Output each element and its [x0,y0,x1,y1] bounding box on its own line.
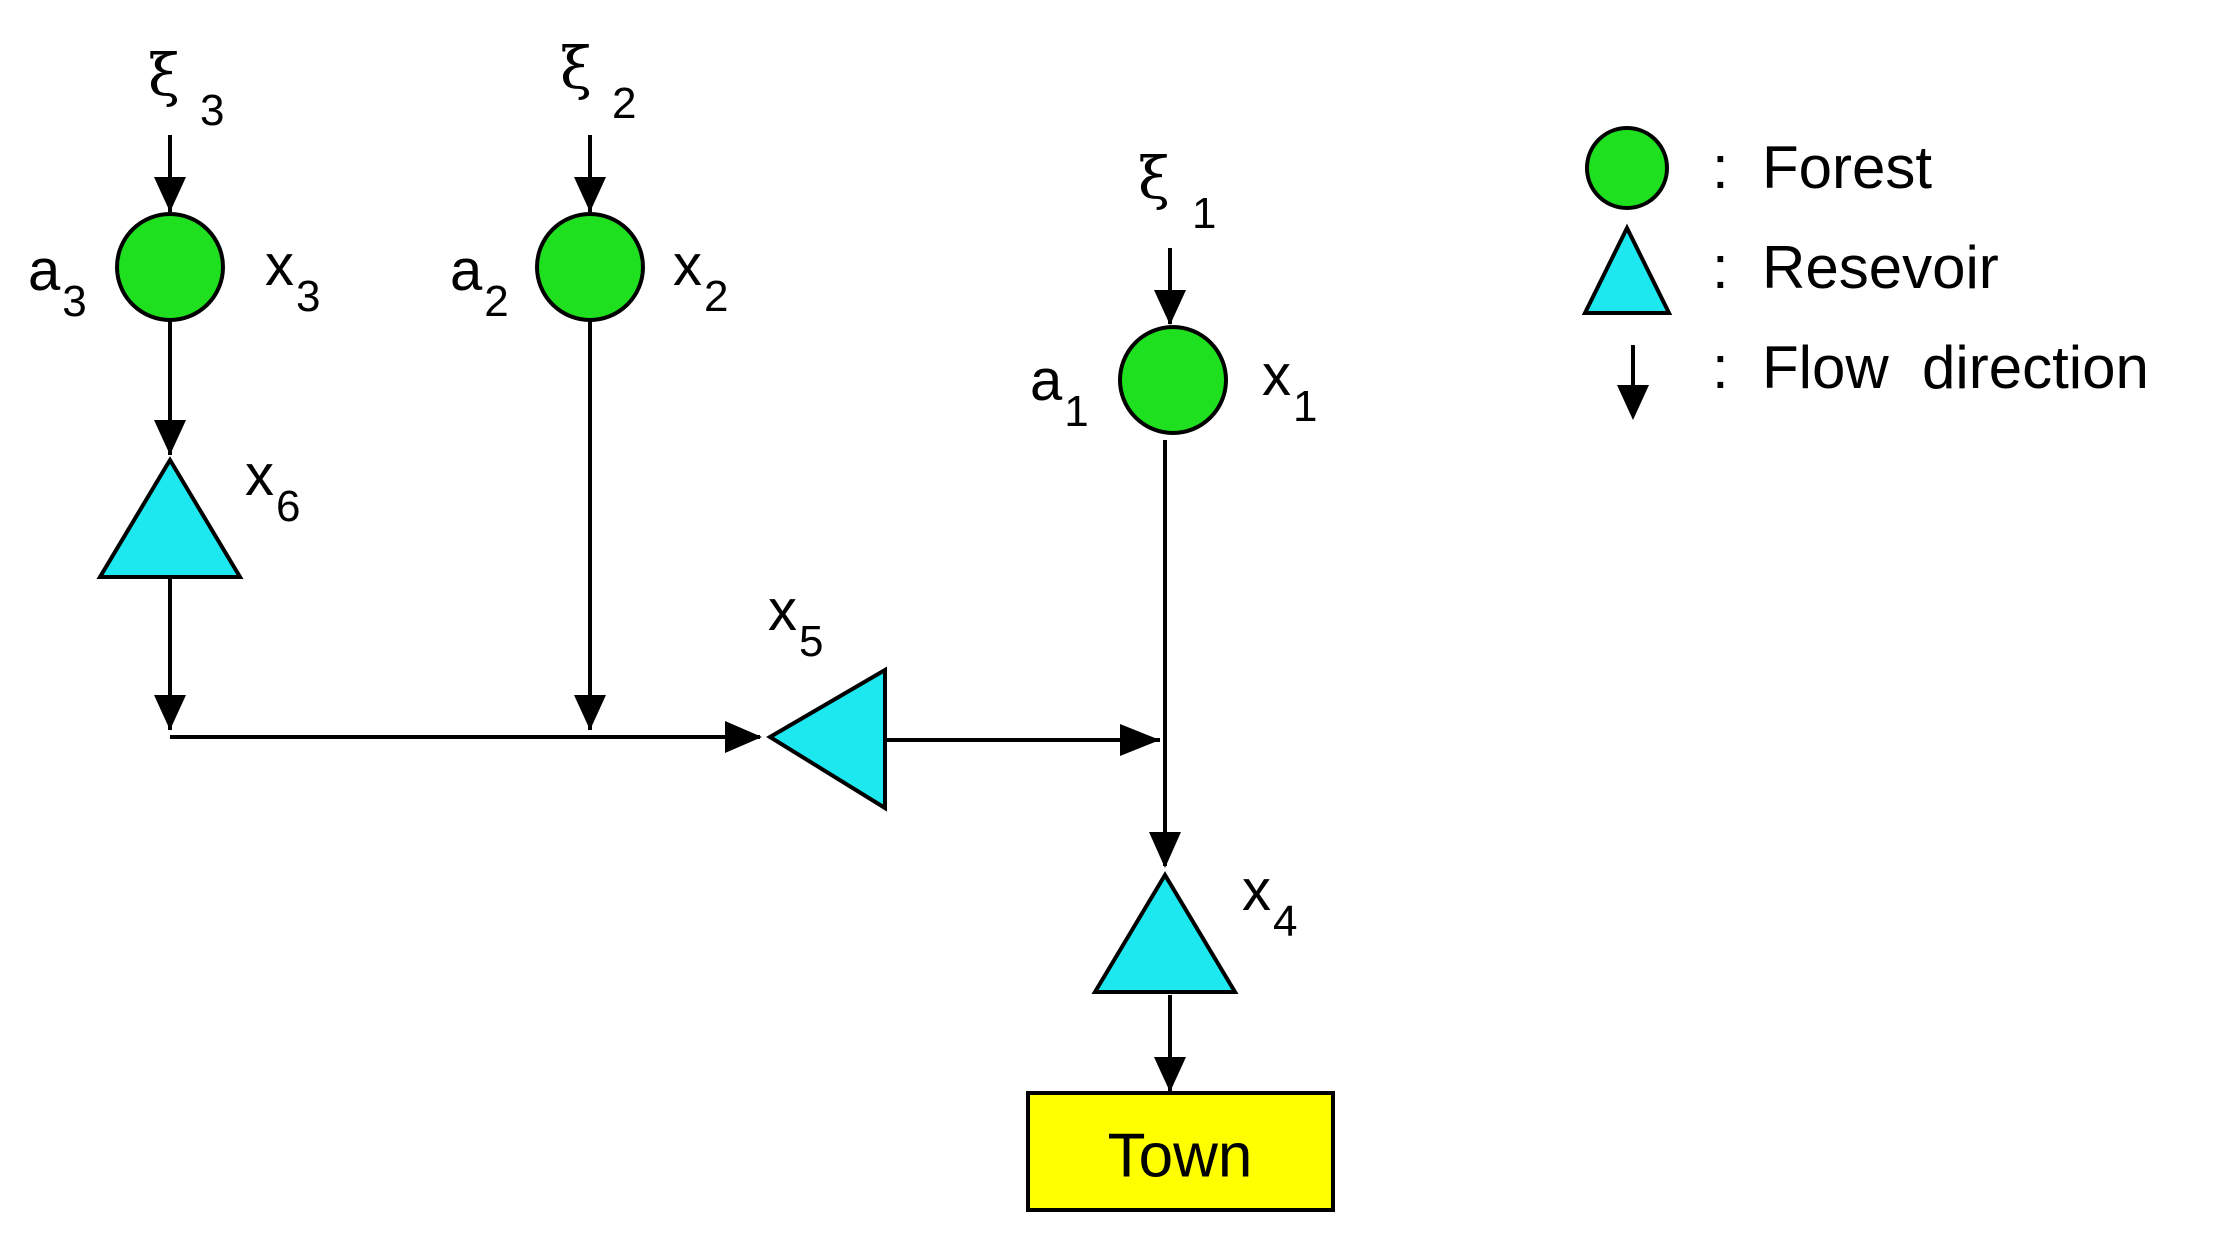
flow-edges [168,135,1172,1092]
reservoir-nodes [96,456,1239,994]
town-label: Town [1108,1121,1253,1190]
legend-flow-arrowhead-icon [1617,385,1649,420]
legend-forest-icon [1585,126,1669,210]
var-label-x1: x1 [1262,343,1317,431]
town-box [1026,1091,1335,1212]
area-label-a1: a1 [1030,348,1089,436]
inflow-label-xi1: ξ1 [1138,144,1216,238]
forest-node-2 [535,212,645,322]
arrowhead-to-reservoir4 [1149,832,1181,868]
arrowhead-reservoir6-down [154,695,186,730]
var-label-x6: x6 [245,443,300,531]
arrowhead-xi2 [574,177,606,212]
arrowhead-xi1 [1154,290,1186,325]
reservoir-node-4 [1091,871,1239,994]
arrowheads [154,177,1186,1092]
legend-reservoir-icon [1581,223,1673,315]
forest-nodes [115,212,1228,435]
area-label-a2: a2 [450,238,509,326]
forest-node-1 [1118,325,1228,435]
inflow-label-xi2: ξ2 [560,34,636,128]
arrowhead-forest2-down [574,695,606,730]
forest-node-3 [115,212,225,322]
reservoir-node-5 [766,666,887,812]
inflow-label-xi3: ξ3 [148,41,224,135]
arrowhead-to-town [1154,1057,1186,1092]
legend-reservoir-label: Resevoir [1762,234,1999,301]
arrowhead-forest3-to-reservoir6 [154,420,186,455]
area-label-a3: a3 [28,238,87,326]
arrowhead-to-reservoir5 [725,721,762,753]
legend-forest-label: Forest [1762,134,1932,201]
var-label-x5: x5 [768,578,823,666]
reservoir-node-6 [96,456,244,579]
var-label-x3: x3 [265,233,320,321]
arrowhead-reservoir5-to-trunk [1120,724,1160,756]
legend-flow-separator: : [1712,334,1729,401]
arrowhead-xi3 [154,177,186,212]
var-label-x2: x2 [673,233,728,321]
legend-forest-separator: : [1712,134,1729,201]
legend-flow-label: Flow direction [1762,334,2149,401]
legend: : Forest : Resevoir : Flow direction [1581,126,2149,420]
var-label-x4: x4 [1242,858,1297,946]
legend-reservoir-separator: : [1712,234,1729,301]
